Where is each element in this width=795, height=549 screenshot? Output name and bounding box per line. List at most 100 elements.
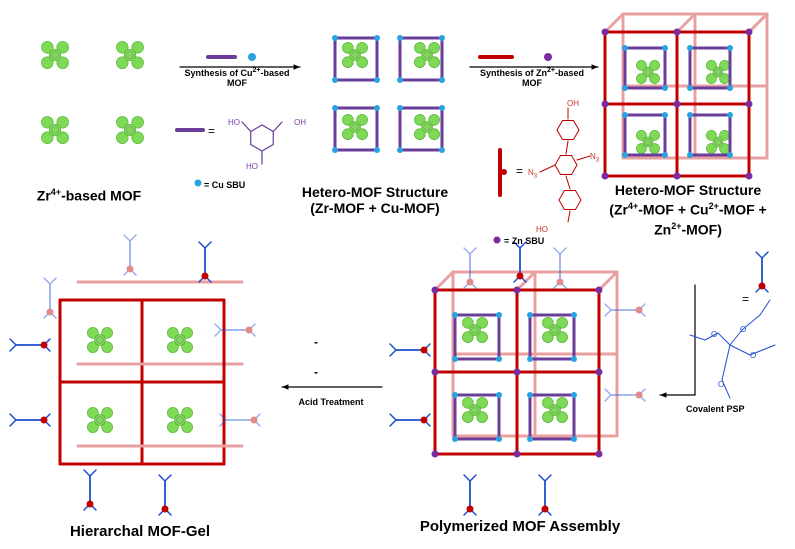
mof-cluster — [41, 56, 54, 69]
mof-cluster — [476, 317, 488, 329]
cu-sbu-node — [687, 152, 693, 158]
polymer-branch — [544, 474, 552, 482]
polymer-chain — [604, 303, 646, 317]
polymer-anchor — [420, 346, 428, 354]
cu-sbu-node — [496, 312, 502, 318]
zn-linker-bond — [539, 164, 556, 173]
mof-cluster — [462, 317, 474, 329]
polymer-chain — [463, 247, 477, 289]
cu-sbu-node — [452, 356, 458, 362]
cu-sbu-node — [397, 147, 403, 153]
cu-sbu-node — [527, 392, 533, 398]
cu-sbu-node — [397, 77, 403, 83]
polymer-branch — [638, 309, 646, 317]
zn-linker-ho-bottom: HO — [536, 225, 548, 234]
mof-cluster — [556, 411, 568, 423]
cu-sbu-node — [687, 112, 693, 118]
polymer-branch — [83, 469, 91, 477]
mof-cluster — [462, 397, 474, 409]
mof-cluster — [421, 121, 433, 133]
cu-sbu-node — [374, 35, 380, 41]
mof-cluster — [549, 404, 561, 416]
polymer-branch — [604, 309, 612, 317]
polymer-anchor — [466, 278, 474, 286]
mof-cluster — [131, 116, 144, 129]
zn-linker-depth — [603, 12, 625, 34]
zn-framework — [601, 12, 769, 180]
covalent-psp-label: Covalent PSP — [686, 404, 745, 414]
cu-sbu-node — [332, 35, 338, 41]
mof-linker-ring — [644, 138, 652, 146]
bdc-ring — [250, 124, 274, 152]
mof-cluster — [636, 60, 647, 71]
zn-sbu-node — [673, 28, 681, 36]
zn-sbu-node — [745, 28, 753, 36]
legend-dash-1: - — [314, 335, 318, 349]
cu-sbu-node — [687, 85, 693, 91]
polymer-branch — [553, 281, 561, 289]
mof-cluster — [56, 56, 69, 69]
hetero-mof-2-label: Hetero-MOF Structure (Zr4+-MOF + Cu2+-MO… — [609, 182, 767, 238]
mof-cluster — [48, 48, 62, 62]
zn-linker-depth — [747, 12, 769, 34]
mof-cluster — [542, 411, 554, 423]
mof-cluster — [94, 414, 106, 426]
mof-crystal — [636, 130, 660, 154]
mof-cluster — [167, 327, 179, 339]
cu-sbu-node — [571, 392, 577, 398]
mof-cluster — [649, 60, 660, 71]
mof-crystal — [542, 397, 568, 423]
mof-linker-ring — [51, 126, 59, 134]
cu-sbu-node — [452, 312, 458, 318]
cu-mof-cage — [687, 45, 733, 91]
polymer-branch — [761, 251, 769, 259]
mof-cluster — [356, 56, 368, 68]
mof-cluster — [342, 42, 354, 54]
polymer-branch — [389, 419, 397, 427]
mof-cluster — [87, 341, 99, 353]
mof-cluster — [167, 407, 179, 419]
mof-crystal — [636, 60, 660, 84]
mof-cluster — [356, 128, 368, 140]
mof-crystal — [116, 116, 144, 144]
mof-cluster — [167, 341, 179, 353]
polymer-branch — [638, 388, 646, 396]
mof-cluster — [549, 324, 561, 336]
polymer-branch — [89, 469, 97, 477]
cu-sbu-node — [439, 147, 445, 153]
cu-sbu-node — [687, 45, 693, 51]
zn-linker-bond — [576, 155, 591, 161]
polymer-branch — [204, 241, 212, 249]
polymer-chain — [214, 323, 256, 337]
cu-sbu-legend-dot — [194, 179, 202, 187]
polymer-anchor — [86, 500, 94, 508]
cu-sbu-node — [439, 105, 445, 111]
polymer-anchor — [46, 308, 54, 316]
mof-cluster — [87, 421, 99, 433]
mof-cluster — [428, 114, 440, 126]
mof-cluster — [342, 128, 354, 140]
polymer-branch — [129, 234, 137, 242]
cu-sbu-node — [374, 105, 380, 111]
polymer-chain — [513, 241, 527, 283]
mof-cluster — [542, 331, 554, 343]
cu-mof-cage — [452, 392, 502, 442]
psp-bond — [704, 332, 719, 341]
polymer-anchor — [758, 282, 766, 290]
polymer-anchor — [541, 505, 549, 513]
mof-cluster — [356, 114, 368, 126]
zn-sbu-label: = Zn SBU — [504, 236, 545, 246]
mof-cluster — [649, 73, 660, 84]
polymer-chain — [604, 388, 646, 402]
psp-o4: O — [718, 380, 725, 389]
mof-crystal — [167, 407, 193, 433]
polymer-anchor — [556, 278, 564, 286]
mof-cluster — [349, 49, 361, 61]
polymer-chain — [43, 277, 57, 319]
polymer-branch — [604, 388, 612, 396]
polymer-anchor — [516, 272, 524, 280]
zn-linker-ring — [554, 154, 578, 176]
cu-mof-cage — [527, 312, 577, 362]
zn-sbu-node — [513, 286, 521, 294]
mof-cluster — [101, 341, 113, 353]
